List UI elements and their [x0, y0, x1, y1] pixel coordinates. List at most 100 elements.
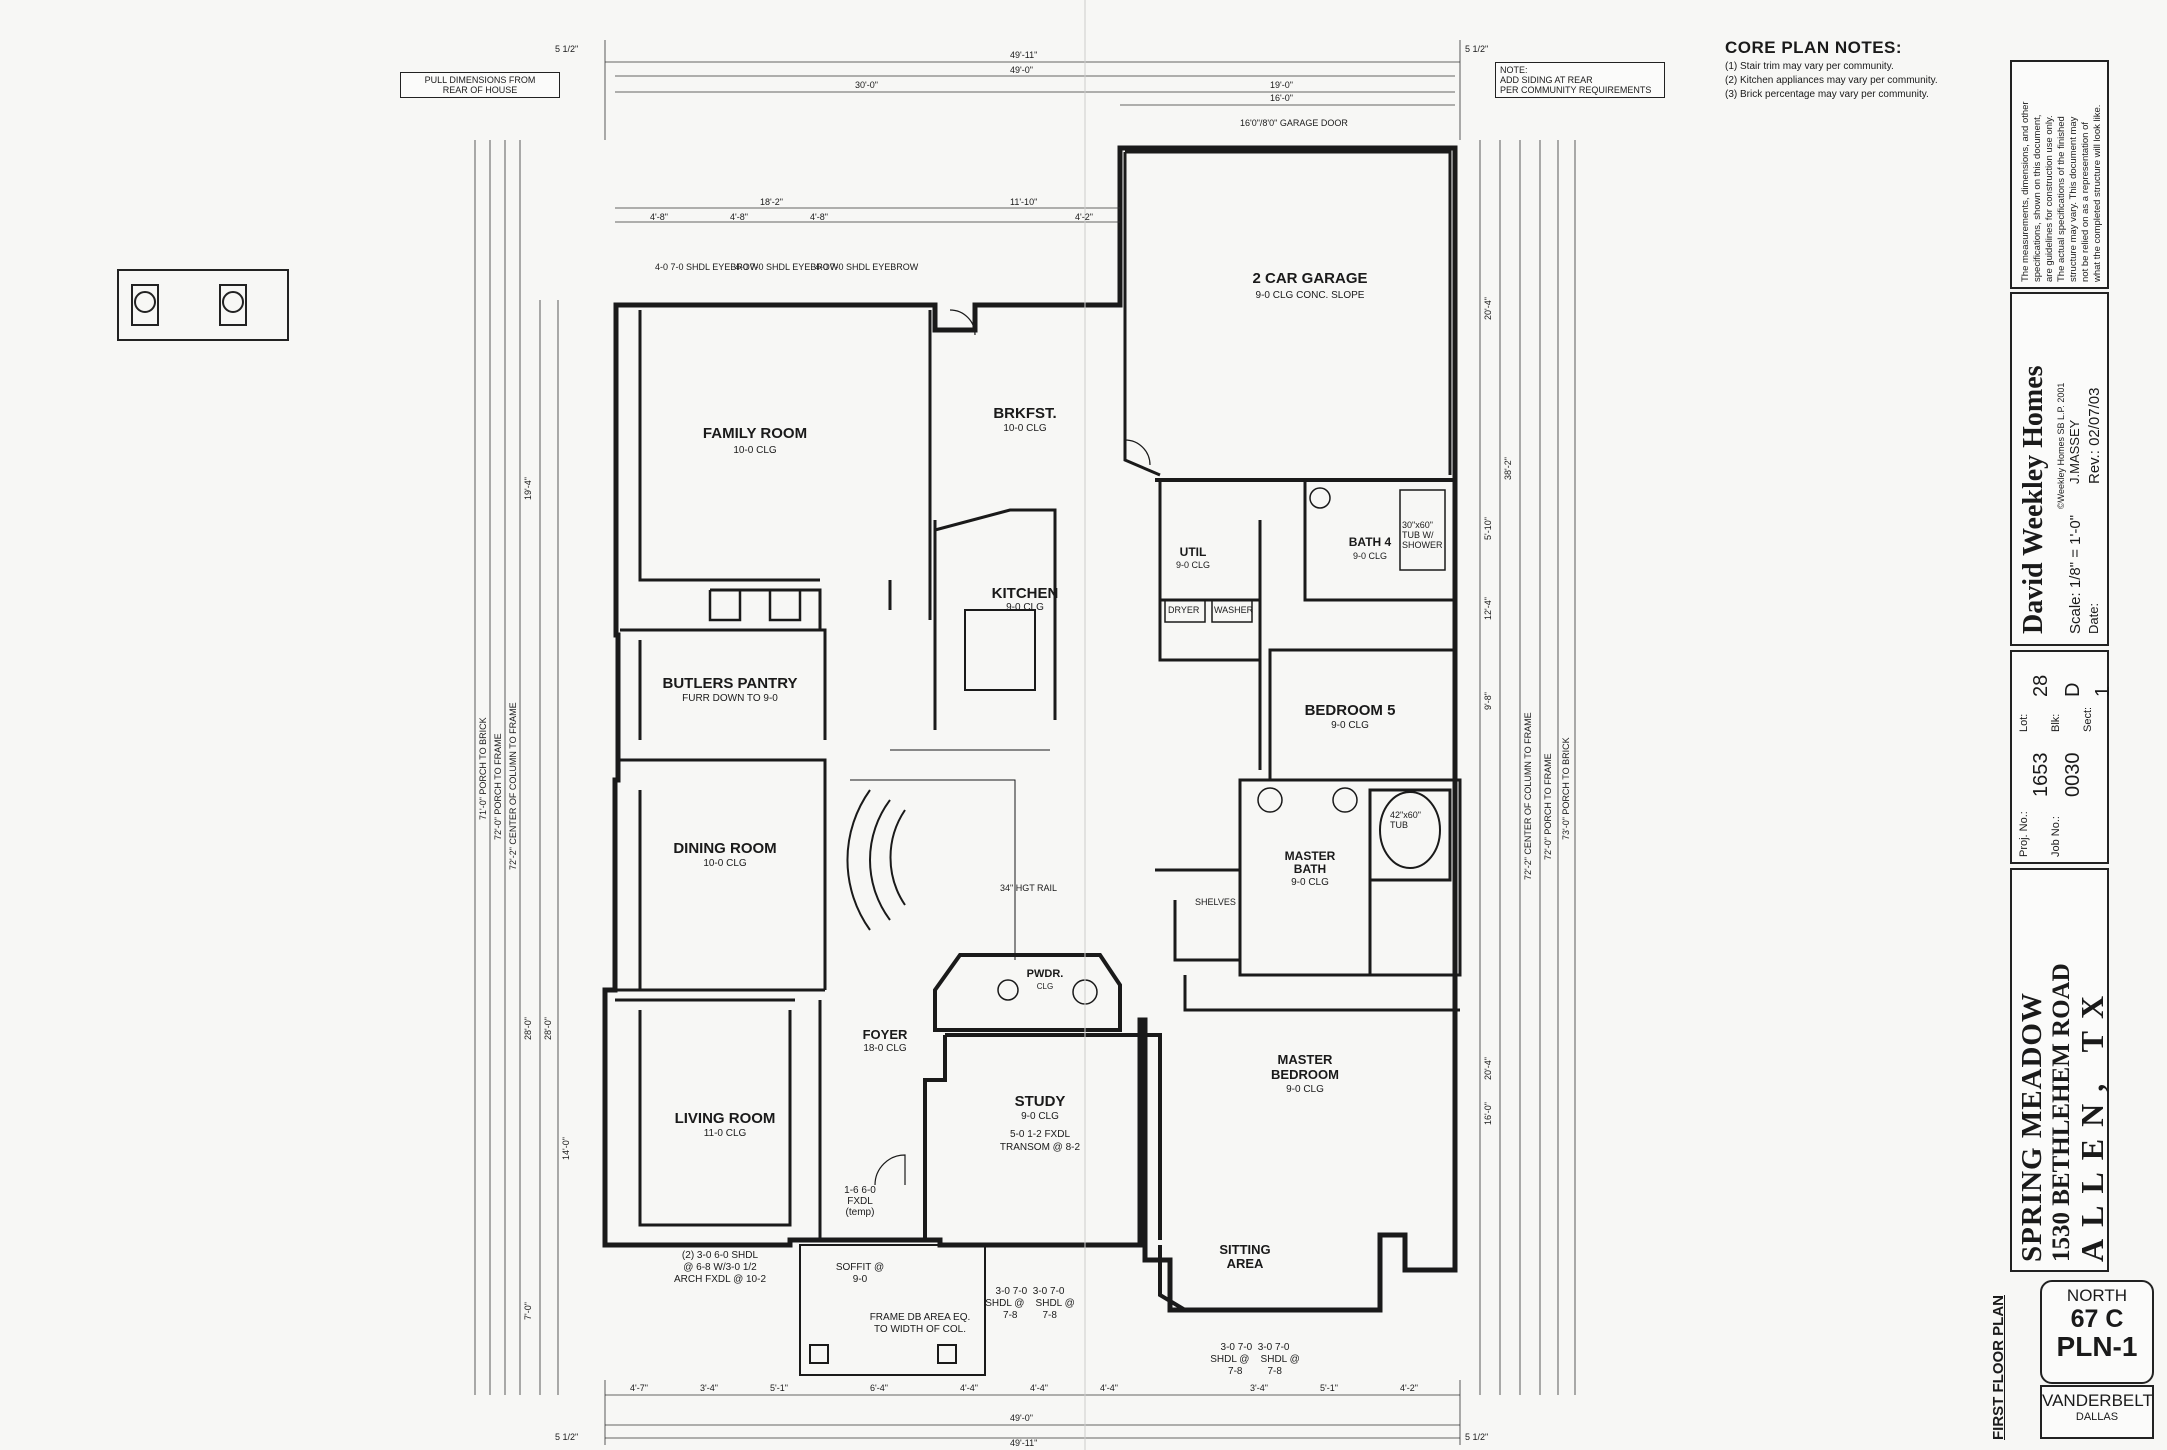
proj-label: Proj. No.: — [2018, 811, 2030, 857]
soffit-note: SOFFIT @9-0 — [835, 1262, 885, 1285]
stair — [846, 789, 906, 931]
room-label-pwdr: PWDR. — [1026, 968, 1064, 980]
porch-column — [809, 1344, 829, 1364]
copyright: ©Weekley Homes SB L.P. 2001 — [2056, 382, 2066, 509]
dim-top-inner: 49'-0" — [1010, 65, 1033, 75]
room-label-butlers: BUTLERS PANTRY — [662, 675, 798, 692]
proj-number: 1653 — [2030, 752, 2052, 798]
dim-bottom-8: 3'-4" — [1250, 1383, 1268, 1393]
room-sub-dining: 10-0 CLG — [703, 858, 747, 869]
dim-left-4: 14'-0" — [561, 1137, 571, 1160]
dim-left-2: 28'-0" — [523, 1017, 533, 1040]
living-wall — [615, 998, 822, 1240]
room-sub-study-3: TRANSOM @ 8-2 — [999, 1142, 1081, 1153]
sink — [1332, 787, 1358, 813]
dim-row2-b: 11'-10" — [1010, 197, 1038, 207]
closet-wall — [1155, 868, 1242, 962]
dim-row3-3: 4'-8" — [810, 212, 828, 222]
dim-right-4: 12'-4" — [1483, 597, 1493, 620]
dim-left-vert-3: 72'-2" CENTER OF COLUMN TO FRAME — [508, 702, 518, 870]
dim-bottom-4: 6'-4" — [870, 1383, 888, 1393]
dryer — [1164, 599, 1206, 623]
dim-bottom-7: 4'-4" — [1100, 1383, 1118, 1393]
dim-five-half-bl: 5 1/2" — [555, 1432, 579, 1442]
tub-label: 42"x60" TUB — [1390, 810, 1421, 830]
washer — [1211, 599, 1253, 623]
dining-wall — [615, 758, 827, 992]
job-number: 0030 — [2062, 752, 2084, 798]
room-sub-pwdr: CLG — [1036, 982, 1054, 991]
company-name: David Weekley Homes — [2018, 365, 2049, 634]
thumbnail-elevation — [117, 269, 289, 341]
garage-door-note: 16'0"/8'0" GARAGE DOOR — [1240, 118, 1348, 128]
lot-number: 28 — [2030, 674, 2052, 697]
dim-row3-4: 4'-2" — [1075, 212, 1093, 222]
plan-number: 67 C — [2070, 1305, 2124, 1333]
shower-label: 30"x60" TUB W/ SHOWER — [1402, 520, 1443, 550]
scale: Scale: 1/8" = 1'-0" — [2067, 514, 2084, 634]
exterior-wall — [602, 145, 1458, 1313]
room-sub-garage: 9-0 CLG CONC. SLOPE — [1255, 290, 1365, 301]
dim-five-half-br: 5 1/2" — [1465, 1432, 1489, 1442]
dim-bottom-1: 4'-7" — [630, 1383, 648, 1393]
room-sub-bedroom5: 9-0 CLG — [1331, 720, 1369, 731]
dim-bottom-total: 49'-11" — [1010, 1438, 1038, 1448]
room-label-study: STUDY — [1014, 1093, 1066, 1110]
room-label-sitting: SITTING AREA — [1219, 1242, 1271, 1271]
room-sub-kitchen: 9-0 CLG — [1006, 602, 1044, 613]
stair-rail-note: 34" HGT RAIL — [1000, 883, 1058, 893]
dim-five-half-tr: 5 1/2" — [1465, 44, 1489, 54]
garage-wall — [1123, 150, 1452, 477]
sitting-bay — [1158, 1245, 1380, 1312]
front-porch — [799, 1244, 986, 1376]
room-sub-butlers: FURR DOWN TO 9-0 — [682, 693, 778, 704]
dim-top-left: 30'-0" — [855, 80, 878, 90]
sect-label: Sect: — [2082, 706, 2094, 732]
washer-label: WASHER — [1214, 605, 1254, 615]
dim-right-2: 38'-2" — [1503, 457, 1513, 480]
model-name: VANDERBELT — [2042, 1391, 2153, 1410]
room-sub-foyer: 18-0 CLG — [863, 1043, 907, 1054]
pantry-wall — [620, 588, 827, 740]
toilet — [1309, 487, 1331, 509]
dim-bottom-inner: 49'-0" — [1010, 1413, 1033, 1423]
job-label: Job No.: — [2050, 816, 2062, 857]
sheet-box: NORTH 67 C PLN-1 — [2040, 1280, 2154, 1384]
dim-right-3: 5'-10" — [1483, 517, 1493, 540]
kitchen-wall — [888, 508, 1057, 730]
core-note-2: (2) Kitchen appliances may vary per comm… — [1725, 75, 1938, 86]
revision: Rev.: 02/07/03 — [2086, 387, 2103, 484]
eyebrow-note-3: 4-0 7-0 SHDL EYEBROW — [815, 262, 919, 272]
room-sub-bath4: 9-0 CLG — [1352, 551, 1387, 561]
dim-left-3: 28'-0" — [543, 1017, 553, 1040]
dim-right-vert-1: 72'-2" CENTER OF COLUMN TO FRAME — [1523, 712, 1533, 880]
dim-bottom-9: 5'-1" — [1320, 1383, 1338, 1393]
eyebrow-note-1: 4-0 7-0 SHDL EYEBROW — [655, 262, 759, 272]
master-bed-wall — [1183, 975, 1460, 1012]
blk-value: D — [2062, 682, 2084, 697]
dim-left-vert-2: 72'-0" PORCH TO FRAME — [493, 733, 503, 840]
room-sub-living: 11-0 CLG — [703, 1128, 747, 1139]
room-label-util: UTIL — [1179, 545, 1207, 559]
dim-top-right-a: 19'-0" — [1270, 80, 1293, 90]
dim-bottom-2: 3'-4" — [700, 1383, 718, 1393]
dim-top-right-b: 16'-0" — [1270, 93, 1293, 103]
fireplace — [708, 590, 802, 622]
sheet-number: PLN-1 — [2056, 1331, 2138, 1362]
room-label-bath4: BATH 4 — [1348, 535, 1392, 549]
community-name: SPRING MEADOW — [2016, 992, 2048, 1262]
room-sub-util: 9-0 CLG — [1175, 560, 1210, 570]
dim-bottom-6: 4'-4" — [1030, 1383, 1048, 1393]
region: DALLAS — [2075, 1411, 2119, 1423]
family-room-wall — [638, 310, 932, 620]
shelves-label: SHELVES — [1195, 897, 1236, 907]
project-box: Proj. No.: 1653 Lot: 28 Job No.: 0030 Bl… — [2010, 650, 2114, 864]
room-label-master-bedroom: MASTER BEDROOM — [1271, 1052, 1339, 1082]
dim-top-total: 49'-11" — [1010, 50, 1038, 60]
core-note-1: (1) Stair trim may vary per community. — [1725, 61, 1894, 72]
dim-row3-1: 4'-8" — [650, 212, 668, 222]
